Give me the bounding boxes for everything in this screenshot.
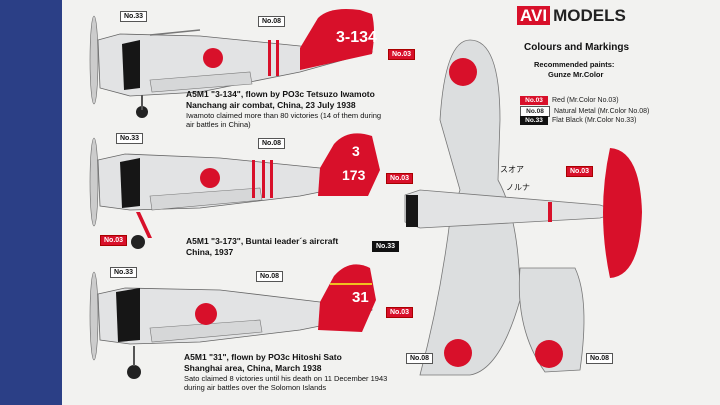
recommended-paints-label: Recommended paints: [534, 60, 615, 69]
wing [149, 319, 263, 343]
legend-text: Flat Black (Mr.Color No.33) [552, 117, 637, 124]
tail-code-bottom: 173 [342, 167, 366, 183]
caption-note-1b: air battles in China) [186, 120, 251, 129]
caption-subtitle-1: Nanchang air combat, China, 23 July 1938 [186, 100, 356, 110]
callout-tag: No.33 [116, 133, 144, 144]
callout-tag: No.08 [586, 353, 614, 364]
wing [149, 187, 263, 211]
wing-hinomaru-top [449, 58, 477, 86]
callout-tag: No.33 [120, 11, 148, 22]
wheel [136, 106, 148, 118]
callout-tag: No.03 [388, 49, 416, 60]
tail-code: 31 [352, 289, 369, 306]
logo-avi: AVI [517, 6, 551, 25]
callout-tag: No.03 [100, 235, 128, 246]
tail-code: 3-134 [336, 29, 377, 46]
profile-3-134: 3-134 [89, 9, 377, 118]
wing-hinomaru-underside [535, 340, 563, 368]
fuselage-band [276, 40, 279, 76]
callout-tag: No.03 [566, 166, 594, 177]
callout-tag: No.08 [256, 271, 284, 282]
fuselage-band [270, 160, 273, 198]
caption-title-3: A5M1 "31", flown by PO3c Hitoshi Sato [184, 352, 342, 362]
cowling [122, 40, 140, 90]
caption-note-3b: during air battles over the Solomon Isla… [184, 383, 327, 392]
wing-underside-detail [518, 267, 585, 373]
fuselage-band [252, 160, 255, 198]
legend-text: Red (Mr.Color No.03) [552, 97, 619, 104]
cowling [116, 288, 140, 342]
hinomaru [203, 48, 223, 68]
wheel [131, 235, 145, 249]
callout-tag: No.33 [110, 267, 138, 278]
propeller [89, 137, 99, 227]
callout-tag: No.08 [406, 353, 434, 364]
callout-tag: No.08 [258, 138, 286, 149]
legend-code: No.03 [520, 96, 548, 105]
caption-note-1a: Iwamoto claimed more than 80 victories (… [186, 111, 382, 120]
wheel-spat [136, 212, 152, 238]
legend-row-red: No.03 Red (Mr.Color No.03) [520, 96, 619, 105]
caption-title-1: A5M1 "3-134", flown by PO3c Tetsuzo Iwam… [186, 89, 375, 99]
legend-row-black: No.33 Flat Black (Mr.Color No.33) [520, 116, 636, 125]
callout-tag: No.33 [372, 241, 400, 252]
logo-models: MODELS [553, 6, 626, 25]
wing-hinomaru-bottom [444, 339, 472, 367]
kana-marking-1: スオア [500, 165, 524, 174]
legend-text: Natural Metal (Mr.Color No.08) [554, 108, 650, 115]
cowling [120, 158, 140, 208]
caption-subtitle-2: China, 1937 [186, 247, 234, 257]
canopy [149, 29, 201, 36]
tail-fin [318, 264, 376, 332]
callout-tag: No.03 [386, 173, 414, 184]
colours-markings-title: Colours and Markings [524, 42, 630, 53]
cowling-planform [406, 195, 418, 227]
fuselage-band [262, 160, 265, 198]
fuselage-band-planform [548, 202, 552, 222]
caption-title-2: A5M1 "3-173", Buntai leader´s aircraft [186, 236, 339, 246]
kana-marking-2: ノルナ [506, 183, 530, 192]
gunze-label: Gunze Mr.Color [548, 70, 604, 79]
callout-tag: No.08 [258, 16, 286, 27]
tail-fin [300, 9, 374, 70]
wheel [127, 365, 141, 379]
wing [149, 71, 253, 93]
propeller [89, 271, 99, 361]
planform-view: スオア ノルナ [404, 39, 642, 376]
fuselage-band [268, 40, 271, 76]
caption-subtitle-3: Shanghai area, China, March 1938 [184, 363, 322, 373]
profile-3-173: 3 173 [89, 133, 380, 249]
profile-31: 31 [89, 264, 376, 379]
legend-code: No.33 [520, 116, 548, 125]
caption-note-3a: Sato claimed 8 victories until his death… [184, 374, 388, 383]
callout-tag: No.03 [386, 307, 414, 318]
hinomaru [200, 168, 220, 188]
tail-code-top: 3 [352, 143, 360, 159]
propeller [89, 15, 99, 105]
hinomaru [195, 303, 217, 325]
tailplane [603, 148, 642, 278]
fuselage-planform [404, 189, 622, 229]
tail-fin [318, 133, 380, 196]
